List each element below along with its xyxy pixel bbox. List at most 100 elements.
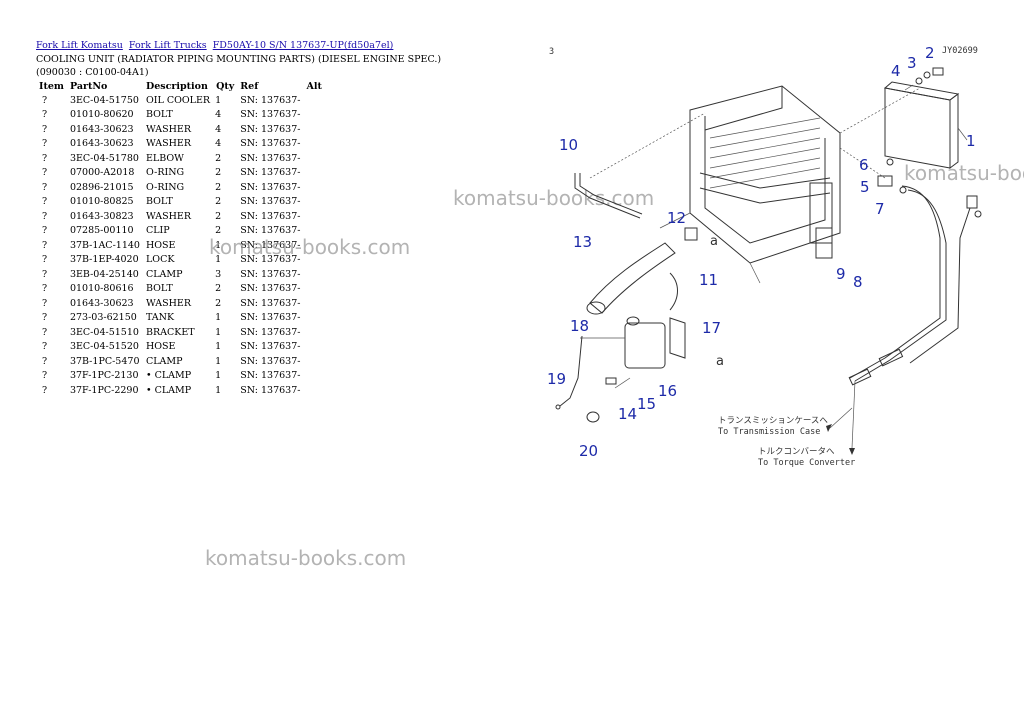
diagram-svg: 3 JY02699 xyxy=(547,44,982,468)
cell-alt xyxy=(303,296,324,311)
cell-partno: 273-03-62150 xyxy=(69,312,137,324)
page-title: COOLING UNIT (RADIATOR PIPING MOUNTING P… xyxy=(36,54,442,78)
cell-item: ? xyxy=(42,181,48,193)
cell-alt xyxy=(303,180,324,195)
cell-item: ? xyxy=(42,94,48,106)
cell-qty: 1 xyxy=(215,355,222,367)
cell-description: OIL COOLER xyxy=(145,94,211,106)
cell-ref: SN: 137637- xyxy=(240,225,301,237)
cell-partno: 3EB-04-25140 xyxy=(69,268,139,280)
cell-alt xyxy=(303,267,324,282)
cell-ref: SN: 137637- xyxy=(240,123,301,135)
cell-partno: 3EC-04-51520 xyxy=(69,341,139,353)
callout-20: 20 xyxy=(579,442,598,460)
breadcrumb-link-fork-lift-komatsu[interactable]: Fork Lift Komatsu xyxy=(36,40,123,51)
cell-ref: SN: 137637- xyxy=(240,181,301,193)
cell-partno: 3EC-04-51780 xyxy=(69,152,139,164)
cell-ref: SN: 137637- xyxy=(240,341,301,353)
cell-description: BOLT xyxy=(145,196,173,208)
cell-qty: 2 xyxy=(215,210,222,222)
cell-description: LOCK xyxy=(145,254,175,266)
cell-item: ? xyxy=(42,254,48,266)
cell-qty: 2 xyxy=(215,297,222,309)
cell-qty: 1 xyxy=(215,239,222,251)
cell-ref: SN: 137637- xyxy=(240,94,301,106)
callout-14: 14 xyxy=(618,405,637,423)
cell-qty: 4 xyxy=(215,138,222,150)
cell-description: ELBOW xyxy=(145,152,184,164)
cell-description: • CLAMP xyxy=(145,370,192,382)
callout-12: 12 xyxy=(667,209,686,227)
cell-qty: 1 xyxy=(215,254,222,266)
cell-alt xyxy=(303,354,324,369)
cell-qty: 1 xyxy=(215,326,222,338)
overflow-hose-drawing xyxy=(555,335,600,423)
callout-19: 19 xyxy=(547,370,566,388)
cell-description: WASHER xyxy=(145,297,192,309)
cell-description: O-RING xyxy=(145,181,185,193)
label-converter-jp: トルクコンバータへ xyxy=(758,447,835,457)
view-letter-a: a xyxy=(716,354,724,369)
cell-description: HOSE xyxy=(145,341,176,353)
cell-ref: SN: 137637- xyxy=(240,254,301,266)
cell-alt xyxy=(303,383,324,398)
cell-item: ? xyxy=(42,297,48,309)
cell-description: • CLAMP xyxy=(145,384,192,396)
cell-alt xyxy=(303,93,324,108)
radiator-frame-drawing xyxy=(589,85,921,284)
header-item: Item xyxy=(39,80,64,92)
cell-qty: 4 xyxy=(215,123,222,135)
callout-6: 6 xyxy=(859,156,869,174)
cell-alt xyxy=(303,122,324,137)
callout-7: 7 xyxy=(875,200,885,218)
watermark: komatsu-books.com xyxy=(205,546,407,570)
header-ref: Ref xyxy=(240,80,259,92)
callout-2: 2 xyxy=(925,44,935,62)
cell-description: WASHER xyxy=(145,123,192,135)
cell-description: CLIP xyxy=(145,225,170,237)
cell-item: ? xyxy=(42,152,48,164)
cell-ref: SN: 137637- xyxy=(240,152,301,164)
callout-3: 3 xyxy=(907,54,917,72)
cell-item: ? xyxy=(42,196,48,208)
drawing-code: JY02699 xyxy=(942,46,978,56)
cell-item: ? xyxy=(42,341,48,353)
cell-qty: 1 xyxy=(215,370,222,382)
cell-description: HOSE xyxy=(145,239,176,251)
cell-item: ? xyxy=(42,312,48,324)
cell-qty: 4 xyxy=(215,109,222,121)
cell-item: ? xyxy=(42,283,48,295)
callout-9: 9 xyxy=(836,265,846,283)
breadcrumb-link-model[interactable]: FD50AY-10 S/N 137637-UP(fd50a7el) xyxy=(212,40,394,51)
cell-description: BOLT xyxy=(145,109,173,121)
cell-ref: SN: 137637- xyxy=(240,312,301,324)
oil-cooler-drawing xyxy=(883,81,968,169)
watermark: komatsu-books.com xyxy=(209,235,411,259)
view-letter-a: a xyxy=(710,234,718,249)
callout-8: 8 xyxy=(853,273,863,291)
breadcrumb-link-fork-lift-trucks[interactable]: Fork Lift Trucks xyxy=(128,40,207,51)
cell-alt xyxy=(303,151,324,166)
cell-qty: 1 xyxy=(215,384,222,396)
cell-partno: 01643-30623 xyxy=(69,297,134,309)
cell-partno: 01010-80825 xyxy=(69,196,134,208)
cell-alt xyxy=(303,325,324,340)
cell-ref: SN: 137637- xyxy=(240,283,301,295)
cell-item: ? xyxy=(42,210,48,222)
cell-partno: 01643-30623 xyxy=(69,123,134,135)
header-partno: PartNo xyxy=(69,80,108,92)
callout-11: 11 xyxy=(699,271,718,289)
